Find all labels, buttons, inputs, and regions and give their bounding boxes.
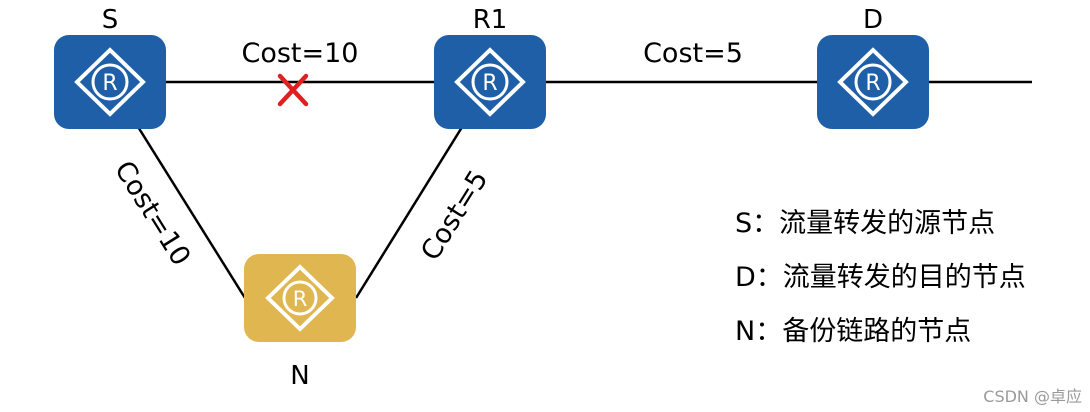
router-icon-ring [854, 63, 892, 101]
router-glyph: R [293, 287, 308, 311]
cost-label-s-r1: Cost=10 [241, 38, 358, 69]
router-icon [265, 264, 335, 332]
router-glyph: R [482, 71, 497, 96]
router-glyph: R [102, 71, 117, 96]
router-body [244, 254, 356, 342]
cost-label-s-n: Cost=10 [108, 156, 196, 272]
node-label-r1: R1 [473, 5, 508, 35]
cost-label-r1-d: Cost=5 [643, 38, 743, 69]
router-body [434, 35, 546, 129]
router-icon-ring [91, 63, 129, 101]
cost-label-n-r1: Cost=5 [415, 165, 494, 266]
router-icon [454, 47, 526, 117]
legend-item-d: D：流量转发的目的节点 [735, 262, 1026, 293]
legend-item-s: S：流量转发的源节点 [735, 208, 995, 239]
router-node-n: R [244, 254, 356, 342]
legend-item-n: N：备份链路的节点 [735, 316, 971, 347]
router-node-s: R [54, 35, 166, 129]
node-label-d: D [863, 5, 883, 35]
watermark: CSDN @卓应 [983, 387, 1082, 406]
router-icon [837, 47, 909, 117]
router-icon [74, 47, 146, 117]
node-label-s: S [102, 5, 119, 35]
router-icon-ring [471, 63, 509, 101]
router-body [54, 35, 166, 129]
legend: S：流量转发的源节点 D：流量转发的目的节点 N：备份链路的节点 [735, 208, 1026, 347]
router-glyph: R [865, 71, 880, 96]
router-body [817, 35, 929, 129]
node-label-n: N [290, 361, 309, 391]
cross-icon [277, 73, 309, 107]
router-node-d: R [817, 35, 929, 129]
router-node-r1: R [434, 35, 546, 129]
router-icon-ring [282, 280, 318, 316]
